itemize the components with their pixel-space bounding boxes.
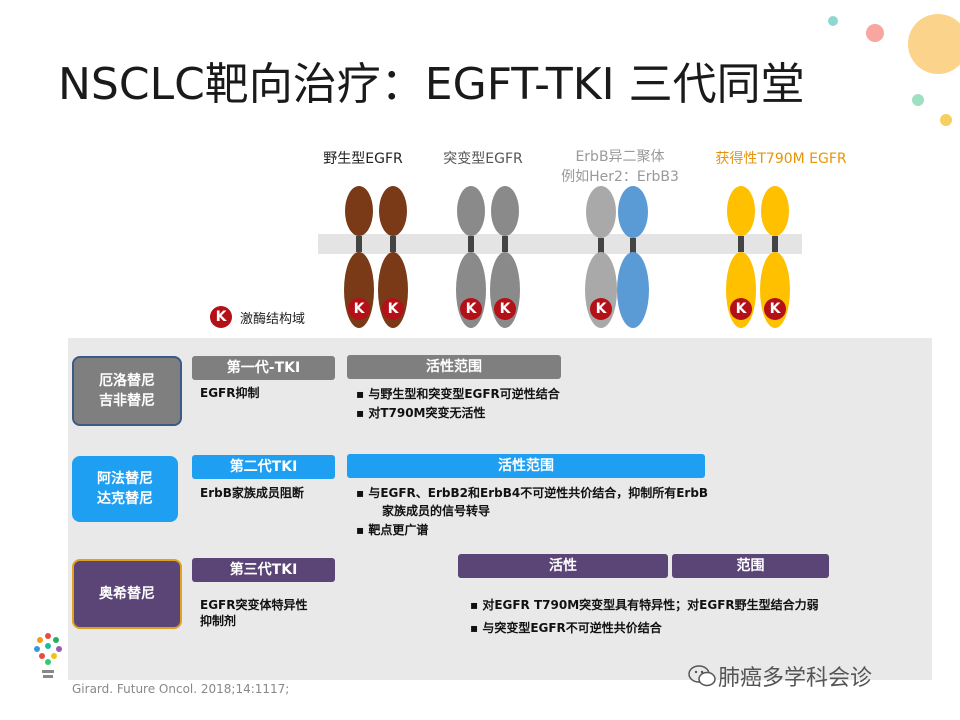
watermark-text: 肺癌多学科会诊 <box>718 666 873 691</box>
gen2-activity-header: 活性范围 <box>347 454 705 478</box>
kinase-k-icon: K <box>764 298 786 320</box>
cell-membrane <box>318 234 802 254</box>
drug-box-gen2: 阿法替尼达克替尼 <box>72 456 178 522</box>
gen1-bullet-1: ▪ 与野生型和突变型EGFR可逆性结合 <box>356 387 560 401</box>
decor-circle-pink <box>866 24 884 42</box>
gen2-bullet-1: ▪ 与EGFR、ErbB2和ErbB4不可逆性共价结合，抑制所有ErbB <box>356 486 709 500</box>
kinase-k-icon: K <box>348 298 370 320</box>
gen3-mechanism-line2: 抑制剂 <box>200 614 237 628</box>
gen2-label: 第二代TKI <box>192 455 335 479</box>
gen3-mechanism-line1: EGFR突变体特异性 <box>200 598 308 612</box>
legend-kinase-icon: K <box>210 306 232 328</box>
receptor-label-t790m: 获得性T790M EGFR <box>715 151 847 167</box>
gen3-bullet-2: ▪ 与突变型EGFR不可逆性共价结合 <box>470 621 662 635</box>
decor-circle-yellow-small <box>940 114 952 126</box>
gen2-mechanism: ErbB家族成员阻断 <box>200 486 304 500</box>
drug-name-erlotinib: 厄洛替尼 <box>99 373 155 389</box>
drug-name-dacomitinib: 达克替尼 <box>97 491 153 507</box>
kinase-k-icon: K <box>494 298 516 320</box>
legend-label: 激酶结构域 <box>240 312 306 327</box>
drug-box-gen3: 奥希替尼 <box>72 559 182 629</box>
decor-circle-green <box>912 94 924 106</box>
drug-name-osimertinib: 奥希替尼 <box>99 586 155 602</box>
gen2-bullet-1-cont: 家族成员的信号转导 <box>382 504 491 518</box>
receptor-label-mutant: 突变型EGFR <box>443 151 523 167</box>
lightbulb-logo-icon <box>34 633 62 678</box>
receptor-label-erbb-line1: ErbB异二聚体 <box>575 149 665 165</box>
kinase-k-icon: K <box>382 298 404 320</box>
gen3-range-header: 范围 <box>672 554 829 578</box>
citation: Girard. Future Oncol. 2018;14:1117; <box>72 682 290 696</box>
drug-name-gefitinib: 吉非替尼 <box>99 393 155 409</box>
wechat-icon <box>688 665 716 687</box>
kinase-k-icon: K <box>730 298 752 320</box>
receptor-label-wildtype: 野生型EGFR <box>323 151 403 167</box>
receptor-label-erbb-line2: 例如Her2：ErbB3 <box>561 169 679 185</box>
gen2-bullet-2: ▪ 靶点更广谱 <box>356 523 429 537</box>
tki-panel <box>68 338 932 680</box>
gen1-mechanism: EGFR抑制 <box>200 386 260 400</box>
gen3-label: 第三代TKI <box>192 558 335 582</box>
decor-circle-large-orange <box>908 14 960 74</box>
drug-name-afatinib: 阿法替尼 <box>97 471 153 487</box>
kinase-k-icon: K <box>590 298 612 320</box>
kinase-k-icon: K <box>460 298 482 320</box>
gen3-activity-header: 活性 <box>458 554 668 578</box>
gen1-bullet-2: ▪ 对T790M突变无活性 <box>356 406 486 420</box>
page-title: NSCLC靶向治疗：EGFT-TKI 三代同堂 <box>58 59 805 110</box>
gen1-activity-header: 活性范围 <box>347 355 561 379</box>
gen3-bullet-1: ▪ 对EGFR T790M突变型具有特异性；对EGFR野生型结合力弱 <box>470 598 819 612</box>
gen1-label: 第一代-TKI <box>192 356 335 380</box>
decor-circle-teal <box>828 16 838 26</box>
drug-box-gen1: 厄洛替尼吉非替尼 <box>72 356 182 426</box>
